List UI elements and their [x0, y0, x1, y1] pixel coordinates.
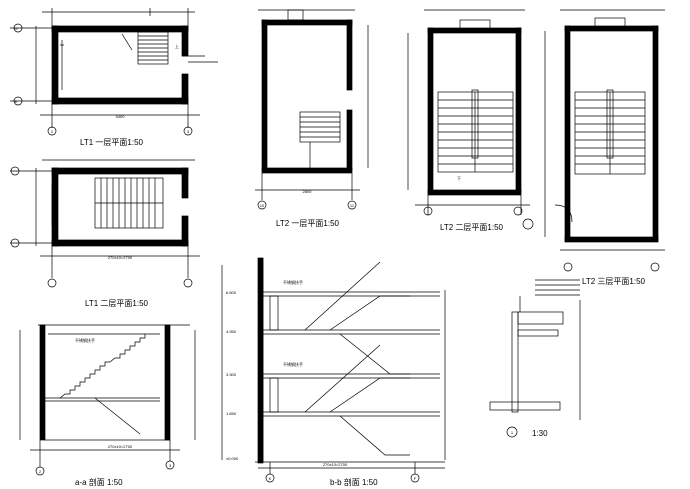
level-2: 3.300	[226, 372, 237, 377]
section-bb-title: b-b 剖面 1:50	[330, 477, 378, 487]
axis-3: 3	[187, 129, 190, 134]
lt1-first-floor-plan	[10, 8, 218, 136]
level-0: ±0.000	[226, 456, 239, 461]
handrail-note-bb1: 不锈钢扶手	[283, 279, 303, 285]
axis-e: E	[15, 99, 18, 104]
lt2-first-title: LT2 一层平面1:50	[276, 219, 340, 228]
section-bb	[221, 257, 446, 483]
lt2-second-floor-plan	[407, 9, 530, 216]
level-3: 4.950	[226, 329, 237, 334]
lt2-span-dim: 2800	[303, 189, 313, 194]
axis-aa-3: 3	[169, 463, 172, 468]
down-mark: 下	[457, 176, 461, 181]
lt2-first-floor-plan	[255, 9, 369, 210]
stair-run-dim: 270x10=2700	[108, 255, 133, 260]
detail-marker: 1	[511, 430, 514, 435]
handrail-note-bb2: 不锈钢扶手	[283, 361, 303, 367]
lt1-second-title: LT1 二层平面1:50	[85, 299, 149, 308]
lt1-span-dim: 3400	[116, 114, 126, 119]
level-1: 1.650	[226, 411, 237, 416]
lt2-second-title: LT2 二层平面1:50	[440, 223, 504, 232]
level-4: 6.600	[226, 290, 237, 295]
handrail-note-aa: 不锈钢扶手	[75, 337, 95, 343]
run-aa-dim: 270x10=2700	[108, 444, 133, 449]
detail-1-title: 1:30	[532, 429, 548, 438]
run-bb-dim: 270x10=2700	[323, 462, 348, 467]
axis-g: G	[14, 26, 17, 31]
axis-10: 10	[260, 203, 265, 208]
axis-aa-2: 2	[39, 469, 42, 474]
lt2-third-title: LT2 三层平面1:50	[582, 277, 646, 286]
lt2-third-floor-plan	[522, 9, 665, 272]
up-mark: 上	[175, 43, 179, 49]
axis-bb-k: K	[269, 476, 272, 481]
lt1-second-floor-plan	[10, 159, 200, 288]
axis-bb-f: F	[414, 476, 417, 481]
lt1-first-title: LT1 一层平面1:50	[80, 138, 144, 147]
section-aa-title: a-a 剖面 1:50	[75, 477, 123, 487]
section-aa	[19, 324, 196, 476]
axis-2: 2	[51, 129, 54, 134]
detail-1	[489, 279, 581, 438]
axis-11: 11	[350, 203, 355, 208]
